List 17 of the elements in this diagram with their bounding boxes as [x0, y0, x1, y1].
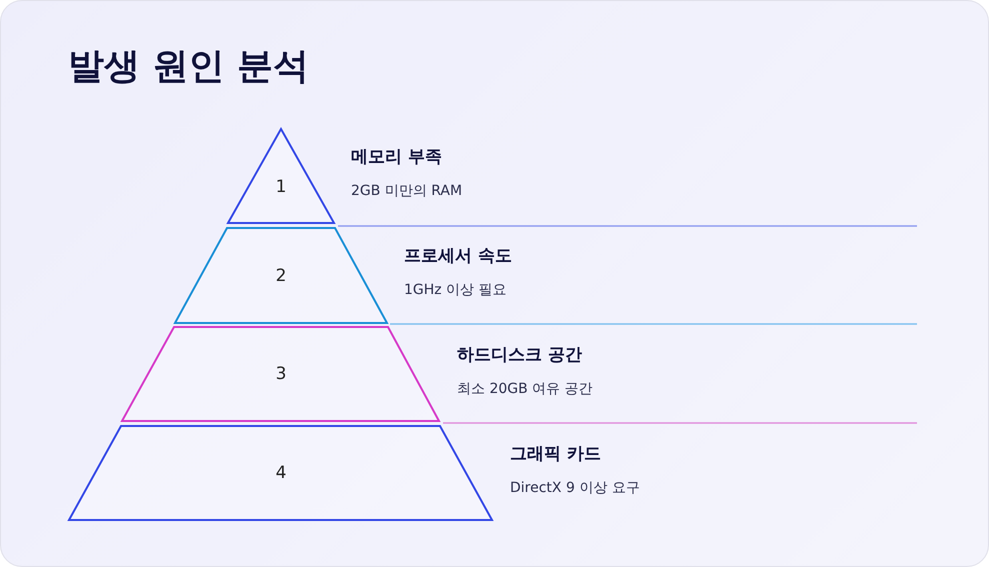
layer-heading: 메모리 부족 — [351, 146, 442, 168]
title: 발생 원인 분석 — [68, 45, 310, 89]
trapezoid-layer — [122, 327, 439, 421]
triangle-layer — [228, 129, 334, 223]
layer-description: 1GHz 이상 필요 — [404, 281, 507, 299]
layer-heading: 그래픽 카드 — [510, 443, 601, 465]
layer-number: 4 — [276, 463, 286, 483]
layer-description: 2GB 미만의 RAM — [351, 182, 462, 200]
layer-number: 1 — [276, 177, 286, 198]
layer-number: 2 — [276, 266, 286, 286]
layer-description: 최소 20GB 여유 공간 — [457, 380, 593, 398]
layer-number: 3 — [276, 364, 286, 384]
trapezoid-layer — [69, 426, 492, 520]
layer-heading: 하드디스크 공간 — [457, 344, 582, 366]
layer-description: DirectX 9 이상 요구 — [510, 479, 640, 497]
trapezoid-layer — [175, 228, 387, 323]
layer-heading: 프로세서 속도 — [404, 245, 512, 267]
